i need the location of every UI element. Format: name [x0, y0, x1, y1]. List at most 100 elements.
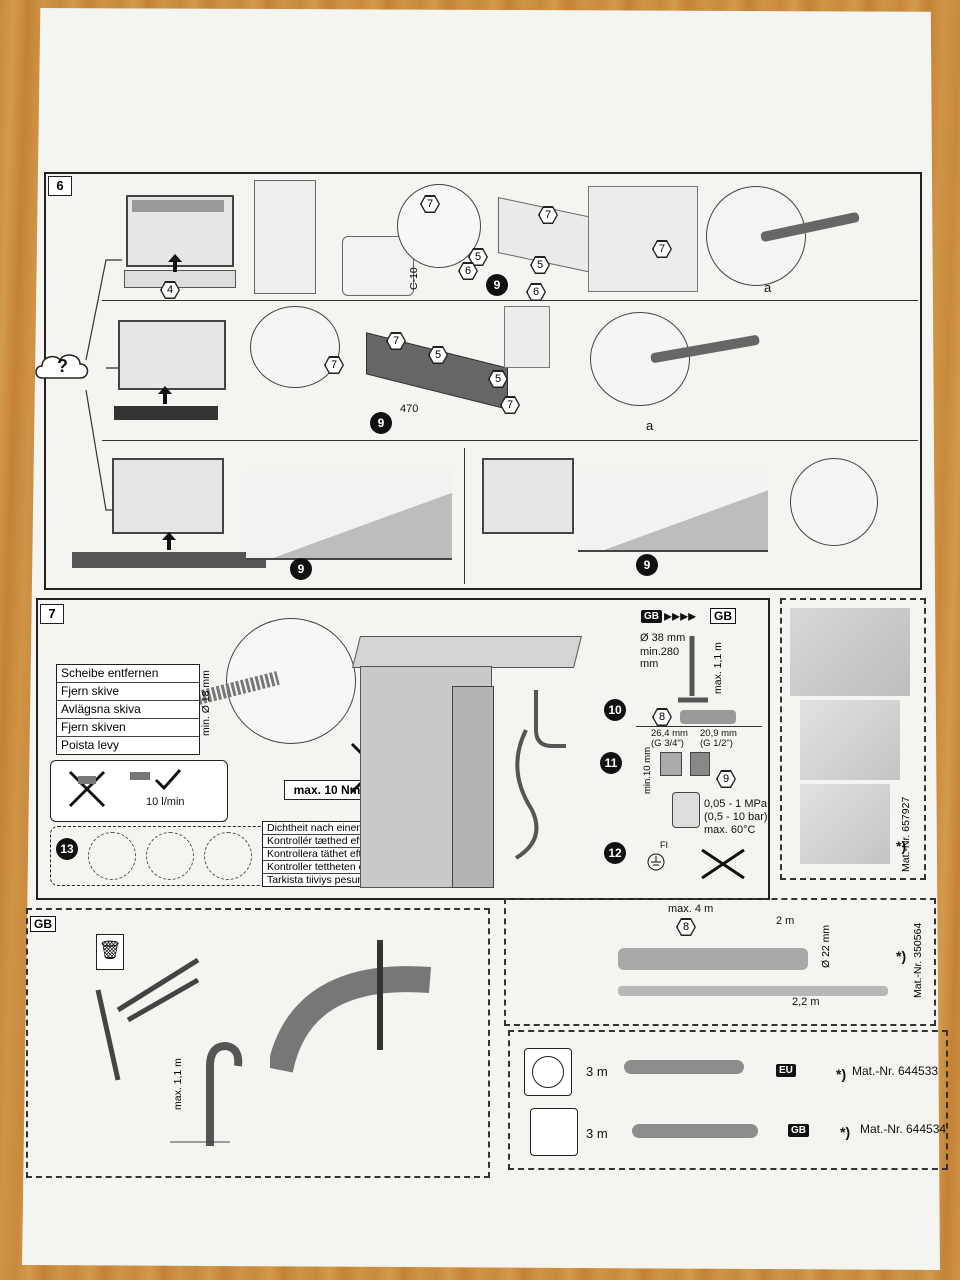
- detail-circle-3: [250, 306, 340, 388]
- hose-hook-drawing: [170, 1041, 243, 1146]
- detail-circle-1: [397, 184, 481, 268]
- drain-min-unit: mm: [640, 658, 659, 670]
- gb-cable-length: 3 m: [586, 1126, 608, 1141]
- thread-size-1: 26,4 mm: [651, 728, 688, 739]
- service-panel-drawing-1: [790, 608, 910, 696]
- leak-icon-3: [204, 832, 252, 880]
- valve-drawing: [672, 792, 700, 828]
- plinth-strip-3: [72, 552, 266, 568]
- dishwasher-front-3: [112, 458, 224, 534]
- step-10-circle: 10: [604, 699, 626, 721]
- siphon-drawing: [514, 690, 566, 860]
- step-11-circle: 11: [600, 752, 622, 774]
- part-7-label-c: 7: [652, 240, 672, 258]
- section-6-vdivider: [464, 448, 465, 584]
- part-5-label-b: 5: [530, 256, 550, 274]
- plinth-strip-2: [114, 406, 218, 420]
- extension-hose-frame: [504, 898, 936, 1026]
- plinth-slide-drawing-1: [246, 470, 452, 560]
- length-2m: 2 m: [776, 915, 795, 927]
- question-cloud-icon: [35, 354, 89, 379]
- up-arrow-icon-2: [158, 386, 172, 404]
- drain-max-height: max. 1,1 m: [712, 642, 724, 694]
- leak-icon-2: [146, 832, 194, 880]
- hinge-detail-drawing: [254, 180, 316, 294]
- part-6-label-b: 6: [526, 283, 546, 301]
- c10-label: C-10: [408, 267, 420, 290]
- bottom-part-8: 8: [676, 918, 696, 936]
- asterisk-note-gb: *): [840, 1124, 851, 1140]
- material-number-644533: Mat.-Nr. 644533: [852, 1064, 939, 1078]
- torque-box: max. 10 Nm: [284, 780, 370, 800]
- section7-divider: [636, 726, 762, 727]
- tap-check-icon: [130, 769, 182, 791]
- plinth-strip-1: [124, 270, 236, 288]
- step-number-7: 7: [40, 604, 64, 624]
- tap-flow-box: [50, 760, 228, 822]
- sink-counter-drawing: [352, 636, 582, 668]
- row2-part-7-c: 7: [500, 396, 520, 414]
- eu-badge: EU: [776, 1064, 796, 1077]
- section-6-divider-2: [102, 440, 918, 441]
- service-panel-drawing-2: [800, 700, 900, 780]
- remove-disc-no: Fjern skiven: [57, 719, 199, 737]
- row2-part-7-a: 7: [324, 356, 344, 374]
- tap-fitting-drawing-2: [690, 752, 710, 776]
- cabinet-wall-drawing-2: [504, 306, 550, 368]
- question-mark: ?: [57, 356, 68, 376]
- section7-part-9: 9: [716, 770, 736, 788]
- length-2-2m: 2,2 m: [792, 996, 820, 1008]
- part-5-label-a: 5: [468, 248, 488, 266]
- asterisk-note-1: *): [896, 838, 907, 854]
- gb-socket-icon: [530, 1108, 578, 1156]
- service-panel-drawing-3: [800, 784, 890, 864]
- gb-section-frame: [26, 908, 490, 1178]
- power-cable-frame: [508, 1030, 948, 1170]
- plug-crossed-icon: [701, 848, 745, 880]
- max-4m-label: max. 4 m: [668, 903, 714, 915]
- leak-icon-1: [88, 832, 136, 880]
- up-arrow-icon-3: [162, 532, 176, 550]
- section-6-frame: [44, 172, 922, 590]
- step-12-circle: 12: [604, 842, 626, 864]
- gb-arrows: ▸▸▸▸: [664, 608, 697, 625]
- pressure-bar: (0,5 - 10 bar): [704, 811, 768, 823]
- hose-drawing: [198, 671, 280, 705]
- remove-disc-sv: Avlägsna skiva: [57, 701, 199, 719]
- plinth-slide-drawing-2: [578, 470, 768, 552]
- cabinet-side-drawing: [588, 186, 698, 292]
- trash-bin-icon: 🗑: [96, 934, 124, 970]
- section7-part-8: 8: [652, 708, 672, 726]
- row2-dimension-a: a: [646, 418, 654, 433]
- part-4-label: 4: [160, 281, 180, 299]
- row3-step-9-circle-b: 9: [636, 554, 658, 576]
- remove-disc-label-list: Scheibe entfernen Fjern skive Avlägsna s…: [56, 664, 200, 755]
- ground-symbol-icon: [647, 853, 665, 871]
- part-7-label-b: 7: [538, 206, 558, 224]
- flow-rate-label: 10 l/min: [146, 796, 185, 808]
- max-temperature: max. 60°C: [704, 824, 756, 836]
- part-7-label-a: 7: [420, 195, 440, 213]
- eu-cable-length: 3 m: [586, 1064, 608, 1079]
- drain-pipe-drawing: [678, 636, 708, 703]
- diameter-22mm: Ø 22 mm: [820, 924, 832, 968]
- pressure-mpa: 0,05 - 1 MPa: [704, 798, 767, 810]
- remove-disc-fi: Poista levy: [61, 738, 120, 752]
- up-arrow-icon: [168, 254, 182, 272]
- cabinet-door-drawing: [452, 686, 494, 888]
- drain-detail-circle: [226, 618, 356, 744]
- extension-hose-drawing: [618, 948, 808, 970]
- row2-step-9-circle: 9: [370, 412, 392, 434]
- row2-dimension-470: 470: [400, 403, 419, 415]
- section-7-frame: [36, 598, 770, 900]
- gb-from-badge: GB: [641, 610, 662, 623]
- section-6-divider-1: [102, 300, 918, 301]
- tap-fitting-drawing-1: [660, 752, 682, 776]
- curved-hose-drawing: [270, 940, 431, 1073]
- dimension-a-1: a: [764, 280, 772, 295]
- drain-min: min.280: [640, 646, 680, 658]
- material-number-644534: Mat.-Nr. 644534: [860, 1122, 947, 1136]
- step-9-circle: 9: [486, 274, 508, 296]
- part-6-label-a: 6: [458, 262, 478, 280]
- gb-to-badge: GB: [710, 608, 736, 624]
